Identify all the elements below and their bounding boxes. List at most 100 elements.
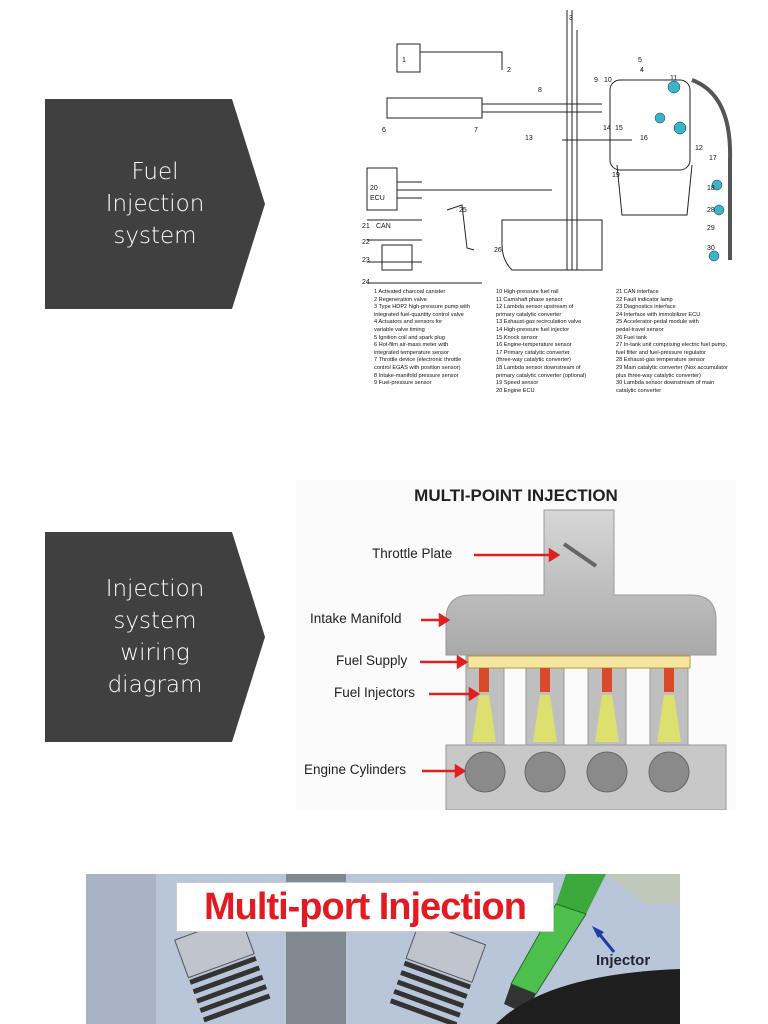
tag-12: 12 [695, 145, 703, 152]
legend-entry: 19 Speed sensor [496, 380, 539, 387]
tag-2: 2 [507, 67, 511, 74]
multi-point-injection-diagram: MULTI-POINT INJECTION Throttle Plate Int… [296, 480, 736, 810]
legend-entry: 5 Ignition coil and spark plug [374, 334, 445, 341]
cylinder-head [496, 969, 680, 1024]
intake-duct [386, 97, 483, 119]
mpi-title: MULTI-POINT INJECTION [414, 486, 618, 505]
legend-entry: 9 Fuel-pressure sensor [374, 380, 432, 387]
injector-label: Injector [596, 952, 651, 969]
ecu-box [366, 167, 398, 211]
cylinder-3 [586, 751, 628, 793]
tag-26: 26 [494, 247, 502, 254]
fuel-injection-schematic: 1 2 3 4 5 6 7 8 9 10 11 12 13 14 15 16 1… [362, 0, 746, 428]
tag-4: 4 [640, 67, 644, 74]
throttle-plate-label: Throttle Plate [372, 546, 453, 561]
legend-entry: 8 Intake-manifold pressure sensor [374, 372, 459, 379]
legend-entry: 2 Regeneration valve [374, 296, 427, 303]
legend-entry: 16 Engine-temperature sensor [496, 342, 572, 349]
tag-23: 23 [362, 257, 370, 264]
ecu-number: 20 [370, 185, 378, 192]
tag-25: 25 [459, 207, 467, 214]
sensor-18-icon [711, 179, 723, 191]
legend-entry: 25 Accelerator-pedal module with [616, 319, 699, 326]
legend-entry: 15 Knock sensor [496, 334, 538, 341]
tag-9: 9 [594, 77, 598, 84]
pedal [446, 204, 475, 251]
tag-7: 7 [474, 127, 478, 134]
purge-line [420, 51, 503, 70]
legend-entry: 3 Type HDP2 high-pressure pump with [374, 304, 470, 311]
legend-entry: 24 Interface with immobilizer ECU [616, 311, 701, 318]
sensor-11-icon [667, 80, 681, 94]
intake-manifold-shape [445, 509, 717, 656]
tag-29: 29 [707, 225, 715, 232]
legend-entry: catalytic converter [616, 387, 662, 394]
tag-15: 15 [615, 125, 623, 132]
intake-manifold-label: Intake Manifold [310, 611, 402, 626]
legend-entry: primary catalytic converter [496, 311, 562, 318]
tag-10: 10 [604, 77, 612, 84]
tag-6: 6 [382, 127, 386, 134]
injector-2 [533, 668, 557, 742]
fuel-tank [501, 219, 603, 271]
tag-3: 3 [569, 15, 573, 22]
legend-entry: 10 High-pressure fuel rail [496, 289, 559, 295]
legend-entry: 4 Actuators and sensors for [374, 319, 443, 326]
cylinder-2 [524, 751, 566, 793]
legend-entry: pedal-travel sensor [616, 326, 664, 333]
legend-entry: control EGAS with position sensor) [374, 364, 461, 371]
wiring-diagram-label: Injection system wiring diagram [105, 576, 205, 698]
legend-entry: 12 Lambda sensor upstream of [496, 304, 574, 311]
mpi-drawing [420, 509, 727, 810]
legend-entry: 20 Engine ECU [496, 387, 535, 394]
fuel-injectors-label: Fuel Injectors [334, 685, 416, 700]
legend-entry: 6 Hot-film air-mass meter with [374, 342, 449, 349]
sensor-28-icon [713, 204, 725, 216]
cylinder-4 [648, 751, 690, 793]
ecu-label: ECU [370, 195, 385, 202]
legend-entry: 28 Exhaust-gas temperature sensor [616, 357, 705, 364]
valve-spring-right [389, 920, 487, 1024]
legend-entry: integrated fuel-quantity control valve [374, 311, 464, 318]
tag-21: 21 [362, 223, 370, 230]
tag-1: 1 [402, 57, 406, 64]
throttle-plate-shape [562, 542, 598, 568]
tag-18: 18 [707, 185, 715, 192]
legend-entry: 23 Diagnostics interface [616, 304, 676, 311]
legend-entry: 22 Fault indicator lamp [616, 296, 673, 303]
legend-entry: variable valve timing [374, 326, 425, 333]
tag-16: 16 [640, 135, 648, 142]
legend-entry: 26 Fuel tank [616, 334, 647, 341]
injector-icon [504, 874, 680, 1014]
fuel-supply-label: Fuel Supply [336, 653, 408, 668]
legend-entry: primary catalytic converter (optional) [496, 372, 587, 379]
legend-entry: (three-way catalytic converter) [496, 357, 571, 364]
legend-entry: 29 Main catalytic converter (Nox accumul… [616, 364, 728, 371]
fuel-injection-label: Fuel Injection system [105, 159, 205, 249]
legend-entry: 17 Primary catalytic converter [496, 349, 570, 356]
canister-shape [396, 43, 421, 73]
tag-8: 8 [538, 87, 542, 94]
tag-30: 30 [707, 245, 715, 252]
legend-entry: 30 Lambda sensor downstream of main [616, 380, 715, 387]
fuel-rail [467, 655, 691, 669]
tag-14: 14 [603, 125, 611, 132]
fuel-injection-chevron: Fuel Injection system [45, 99, 265, 309]
legend-entry: 1 Activated charcoal canister [374, 289, 446, 295]
tag-5: 5 [638, 57, 642, 64]
mport-title: Multi-port Injection [176, 882, 554, 932]
tag-24: 24 [362, 279, 370, 286]
legend-entry: integrated temperature sensor [374, 349, 449, 356]
legend-entry: fuel filter and fuel-pressure regulator [616, 349, 706, 356]
sensor-12-icon [673, 121, 687, 135]
intake-tube [482, 103, 602, 113]
legend-entry: 18 Lambda sensor downstream of [496, 364, 581, 371]
injector-4 [657, 668, 681, 742]
legend-entry: 27 In-tank unit comprising electric fuel… [616, 342, 727, 349]
legend-entry: 14 High-pressure fuel injector [496, 326, 570, 333]
legend-entry: 21 CAN interface [616, 289, 659, 295]
engine-block [609, 79, 691, 171]
tag-11: 11 [670, 75, 677, 82]
